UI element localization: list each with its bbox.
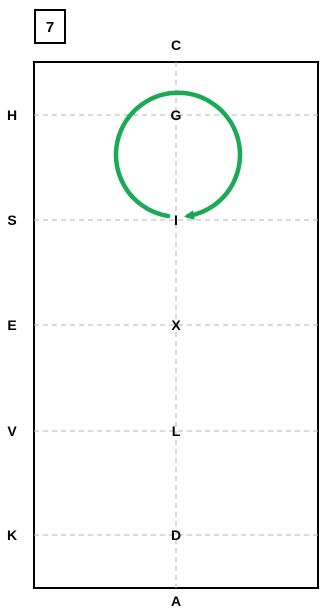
- marker-top: C: [171, 37, 181, 53]
- figure-number-box: [34, 9, 66, 44]
- marker-center-2: I: [174, 212, 178, 228]
- figure-number: 7: [46, 19, 54, 36]
- marker-left-2: S: [7, 212, 16, 228]
- circle-path: [113, 90, 243, 220]
- marker-bottom: A: [171, 593, 181, 609]
- marker-center-4: L: [172, 423, 181, 439]
- marker-left-3: E: [7, 317, 16, 333]
- marker-center-3: X: [171, 317, 181, 333]
- gridlines: [34, 114, 318, 536]
- figure-number-badge: 7: [34, 9, 66, 44]
- marker-center-5: D: [171, 527, 181, 543]
- marker-center-1: G: [171, 107, 182, 123]
- marker-left-1: H: [7, 107, 17, 123]
- marker-left-5: K: [7, 527, 17, 543]
- marker-left-4: V: [7, 423, 17, 439]
